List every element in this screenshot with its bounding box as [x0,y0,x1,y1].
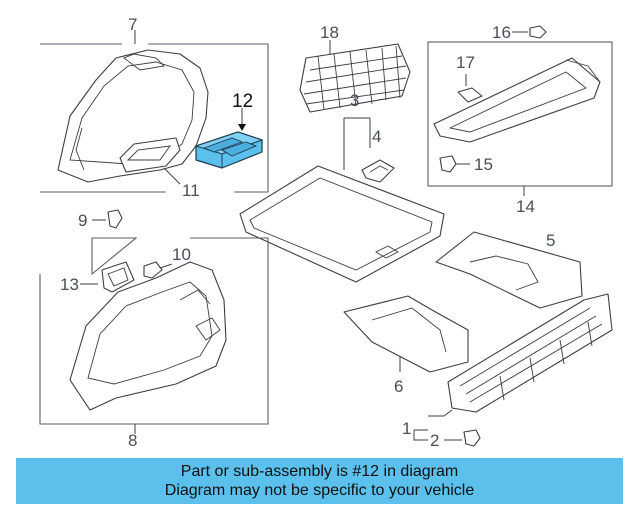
callout-15: 15 [474,155,493,174]
leader-11 [163,167,181,185]
callout-2: 2 [430,431,439,450]
part-13-detail [107,267,129,287]
group-frame-14 [427,41,613,187]
part-16-clip [529,25,547,39]
part-6-rear-trim: 6 [343,295,469,396]
callout-11: 11 [182,181,200,200]
part-12-compartment-right [220,141,258,157]
trim-panel-edge [75,127,85,171]
callout-1: 1 [402,419,411,438]
group-frame-7 [40,43,269,193]
part-3-cargo-floor: 3 4 [239,91,445,283]
part-15-clip [439,155,457,173]
part-5-side-trim: 5 [435,231,583,309]
group-box-7: 7 11 12 [40,15,269,200]
part-11-inner [126,145,171,161]
callout-13: 13 [60,275,79,294]
part-4-hook [361,159,395,183]
callout-18: 18 [320,23,339,42]
part-13-cover [101,261,135,293]
lower-trim-inner-contour [87,281,213,385]
side-trim-panel [435,231,583,309]
leader-12-arrowhead [238,124,246,131]
cargo-net [299,43,411,113]
tonneau-cover [433,57,601,143]
rear-trim-contour [371,307,447,353]
callout-14: 14 [516,197,535,216]
leader-3 [343,117,371,170]
banner-line-2: Diagram may not be specific to your vehi… [164,482,475,499]
lower-trim-vent [195,317,221,341]
callout-10: 10 [172,245,191,264]
cargo-floor-edge [249,177,433,271]
callout-6: 6 [394,377,403,396]
trim-panel-vent [123,53,165,71]
callout-5: 5 [546,231,555,250]
callout-16: 16 [492,23,511,42]
info-banner: Part or sub-assembly is #12 in diagram D… [16,458,623,504]
lower-trim-pocket [179,289,211,305]
cargo-net-mesh [303,45,407,111]
side-trim-wheel-arch [469,255,539,291]
group-box-14: 14 16 17 15 [427,23,613,216]
part-9-clip: 9 [78,209,123,230]
tonneau-cover-edge [565,59,601,83]
cargo-floor-handle [375,245,399,259]
leader-10 [159,263,173,269]
tonneau-cover-panel [448,71,587,133]
group-box-8: 8 10 13 [39,237,269,450]
callout-9: 9 [78,211,87,230]
callout-4: 4 [372,127,381,146]
part-12-compartment-left [202,137,244,153]
part-2-clip [463,429,481,447]
scuff-plate-ribs [459,307,603,403]
leader-1 [413,409,453,441]
part-18-cargo-net: 18 [299,23,411,113]
scuff-plate [447,293,613,413]
callout-3: 3 [350,91,359,110]
rear-trim-panel [343,295,469,373]
clip-9 [107,209,123,229]
callout-7: 7 [128,15,137,34]
part-1-scuff-plate: 1 2 [402,293,613,450]
callout-12: 12 [232,91,253,112]
group-frame-8 [39,237,269,425]
banner-line-1: Part or sub-assembly is #12 in diagram [180,463,459,480]
quarter-trim-panel-lower [69,261,227,411]
part-10-plug [143,261,163,279]
part-12-storage-tray [194,131,264,169]
part-17-pad [457,87,483,103]
callout-8: 8 [128,431,137,450]
callout-17: 17 [456,53,475,72]
part-4-detail [369,165,389,173]
